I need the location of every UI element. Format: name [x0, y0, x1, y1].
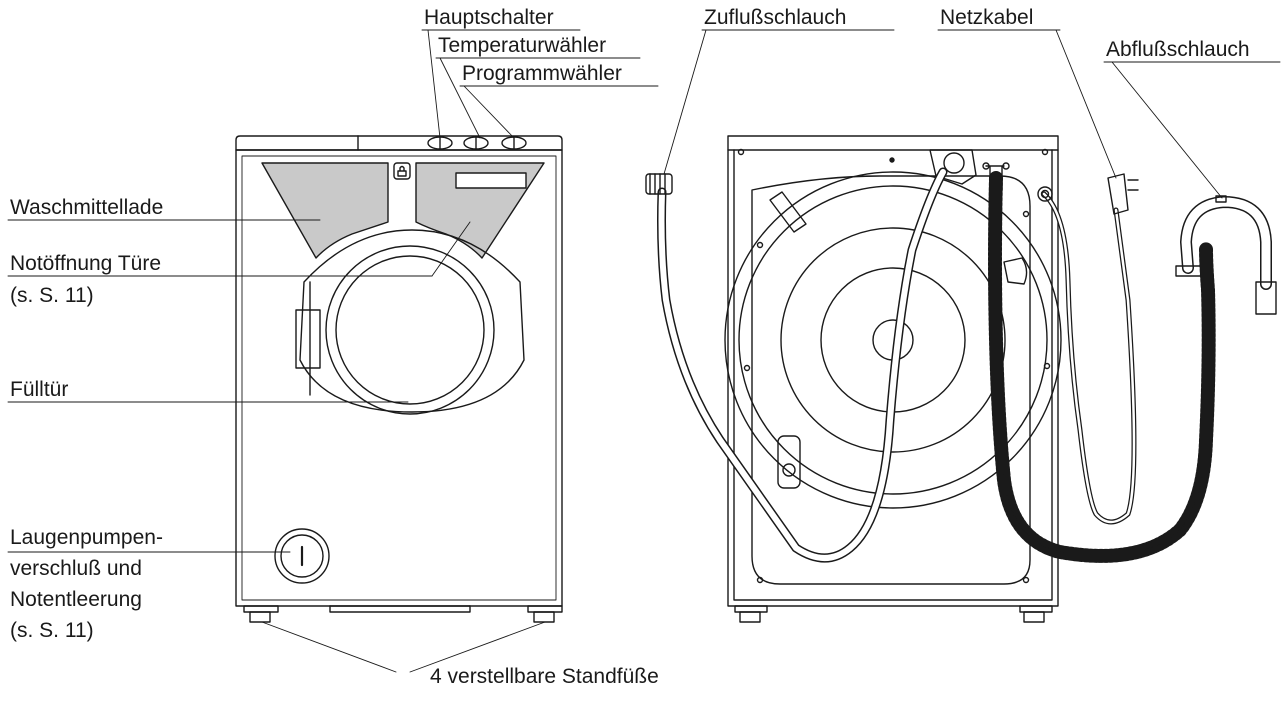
mounting-holes: [737, 148, 1051, 584]
label-laugenpumpe-page-ref: (s. S. 11): [10, 619, 94, 642]
label-laugenpumpe-2: verschluß und: [10, 557, 142, 580]
label-hauptschalter: Hauptschalter: [424, 6, 554, 29]
label-temperaturwaehler: Temperaturwähler: [438, 34, 607, 57]
label-laugenpumpe-3: Notentleerung: [10, 588, 142, 611]
label-notoeffnung-page-ref: (s. S. 11): [10, 284, 94, 307]
drain-pump-cap: [274, 528, 330, 584]
label-netzkabel: Netzkabel: [940, 6, 1034, 29]
lock-icon: [393, 162, 411, 180]
detergent-drawer: [261, 162, 389, 259]
leader-lines: [7, 29, 1281, 673]
label-abflussschlauch: Abflußschlauch: [1106, 38, 1250, 61]
label-waschmittellade: Waschmittellade: [10, 196, 164, 219]
control-knobs: [427, 136, 527, 150]
label-programmwaehler: Programmwähler: [462, 62, 622, 85]
inlet-hose: [657, 167, 948, 563]
porthole-door: [295, 229, 525, 415]
label-notoeffnung-tuere: Notöffnung Türe: [10, 252, 161, 275]
inlet-hose-nut: [645, 173, 673, 195]
label-zuflussschlauch: Zuflußschlauch: [704, 6, 847, 29]
back-drum: [724, 171, 1062, 509]
drain-hose: [988, 171, 1216, 563]
front-body: [235, 149, 563, 607]
back-view: [645, 135, 1277, 623]
power-plug: [1107, 173, 1139, 215]
inlet-valve: [929, 149, 977, 185]
label-fuelltuer: Fülltür: [10, 378, 69, 401]
back-panel-rim: [751, 175, 1031, 585]
front-feet: [243, 605, 563, 623]
back-feet: [734, 605, 1053, 623]
front-view: [235, 135, 563, 623]
label-standfuesse: 4 verstellbare Standfüße: [430, 665, 659, 688]
label-laugenpumpe-1: Laugenpumpen-: [10, 526, 163, 549]
front-top-lid: [235, 135, 563, 151]
